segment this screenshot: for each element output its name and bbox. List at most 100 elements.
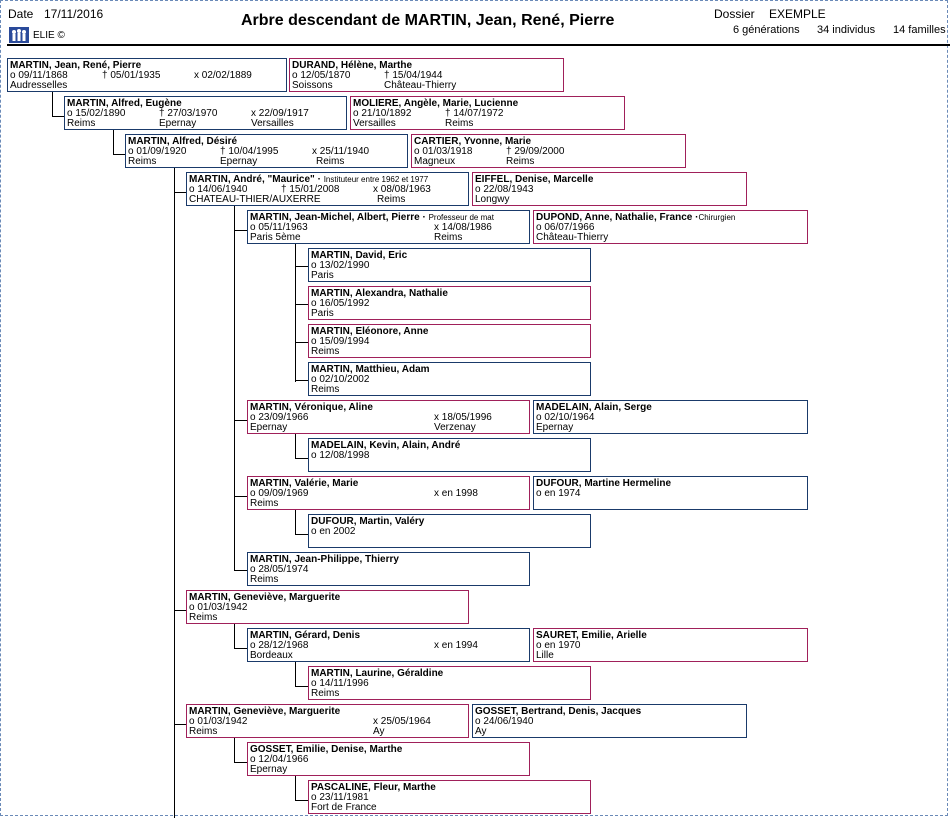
person-box-martin-jean-philippe[interactable]: MARTIN, Jean-Philippe, Thierry o 28/05/1… (247, 552, 530, 586)
spouse-box-cartier-yvonne[interactable]: CARTIER, Yvonne, Marie o 01/03/1918† 29/… (411, 134, 686, 168)
spouse-box-dupond-anne[interactable]: DUPOND, Anne, Nathalie, France ·Chirurgi… (533, 210, 808, 244)
generations-count: 6 générations (733, 24, 800, 36)
birth-date: o 09/09/1969 (250, 488, 309, 499)
person-name: MARTIN, David, Eric (311, 250, 408, 261)
spouse-box-moliere-angele[interactable]: MOLIERE, Angèle, Marie, Lucienne o 21/10… (350, 96, 625, 130)
person-name: MARTIN, Geneviève, Marguerite (189, 592, 341, 603)
person-box-martin-genevieve[interactable]: MARTIN, Geneviève, Marguerite o 01/03/19… (186, 590, 469, 624)
connector (295, 342, 308, 343)
header-divider (7, 44, 950, 46)
death-place: Epernay (159, 118, 197, 129)
person-name: MARTIN, Laurine, Géraldine (311, 668, 444, 679)
spouse-box-gosset-bertrand[interactable]: GOSSET, Bertrand, Denis, Jacques o 24/06… (472, 704, 747, 738)
person-name: CARTIER, Yvonne, Marie (414, 136, 532, 147)
birth-place: Reims (311, 384, 340, 395)
connector (113, 130, 114, 154)
connector (234, 496, 247, 497)
person-name: MARTIN, Valérie, Marie (250, 478, 359, 489)
birth-date: o 09/11/1868 (10, 70, 68, 81)
birth-date: o 28/05/1974 (250, 564, 309, 575)
birth-date: o 01/03/1918 (414, 146, 473, 157)
birth-date: o 12/08/1998 (311, 450, 370, 461)
person-box-martin-eleonore[interactable]: MARTIN, Eléonore, Anne o 15/09/1994 Reim… (308, 324, 591, 358)
connector (295, 686, 308, 687)
person-box-gosset-emilie[interactable]: GOSSET, Emilie, Denise, Marthe o 12/04/1… (247, 742, 530, 776)
person-box-martin-matthieu[interactable]: MARTIN, Matthieu, Adam o 02/10/2002 Reim… (308, 362, 591, 396)
birth-place: Reims (189, 612, 218, 623)
person-box-pascaline-fleur[interactable]: PASCALINE, Fleur, Marthe o 23/11/1981 Fo… (308, 780, 591, 814)
marriage-date: x en 1994 (434, 640, 478, 651)
person-name: PASCALINE, Fleur, Marthe (311, 782, 436, 793)
person-box-martin-jean[interactable]: MARTIN, Jean, René, Pierre o 09/11/1868†… (7, 58, 287, 92)
connector (234, 648, 247, 649)
connector (174, 724, 186, 725)
page-title: Arbre descendant de MARTIN, Jean, René, … (241, 12, 615, 29)
person-box-martin-alfred-desire[interactable]: MARTIN, Alfred, Désiré o 01/09/1920† 10/… (125, 134, 408, 168)
person-name: DUFOUR, Martine Hermeline (536, 478, 672, 489)
birth-date: o 01/03/1942 (189, 716, 248, 727)
birth-date: o en 1974 (536, 488, 581, 499)
person-name: SAURET, Emilie, Arielle (536, 630, 647, 641)
spouse-box-dufour-martine[interactable]: DUFOUR, Martine Hermeline o en 1974 (533, 476, 808, 510)
person-box-martin-valerie[interactable]: MARTIN, Valérie, Marie o 09/09/1969 x en … (247, 476, 530, 510)
occupation-note: Professeur de mat (428, 213, 494, 222)
birth-place: Paris 5ème (250, 232, 301, 243)
birth-place: Magneux (414, 156, 456, 167)
marriage-place: Reims (316, 156, 345, 167)
person-box-martin-laurine[interactable]: MARTIN, Laurine, Géraldine o 14/11/1996 … (308, 666, 591, 700)
connector (234, 420, 247, 421)
birth-place: Longwy (475, 194, 510, 205)
person-name: MADELAIN, Kevin, Alain, André (311, 440, 461, 451)
marriage-date: x en 1998 (434, 488, 478, 499)
connector (234, 624, 235, 648)
connector (295, 662, 296, 686)
birth-place: Reims (311, 688, 340, 699)
person-name: MARTIN, Matthieu, Adam (311, 364, 430, 375)
occupation-note: Instituteur entre 1962 et 1977 (323, 175, 429, 184)
software-name: ELIE © (33, 30, 65, 41)
birth-place: Château-Thierry (536, 232, 609, 243)
death-date: † 15/01/2008 (281, 184, 340, 195)
connector (295, 510, 296, 534)
birth-date: o 24/06/1940 (475, 716, 534, 727)
spouse-box-sauret-emilie[interactable]: SAURET, Emilie, Arielle o en 1970 Lille (533, 628, 808, 662)
spouse-box-madelain-alain[interactable]: MADELAIN, Alain, Serge o 02/10/1964 Eper… (533, 400, 808, 434)
person-box-martin-alfred-eugene[interactable]: MARTIN, Alfred, Eugène o 15/02/1890† 27/… (64, 96, 347, 130)
death-place: Château-Thierry (384, 80, 457, 91)
spouse-box-eiffel-denise[interactable]: EIFFEL, Denise, Marcelle o 22/08/1943 Lo… (472, 172, 747, 206)
person-box-martin-jean-michel[interactable]: MARTIN, Jean-Michel, Albert, Pierre · Pr… (247, 210, 530, 244)
person-box-martin-andre[interactable]: MARTIN, André, "Maurice" · Instituteur e… (186, 172, 469, 206)
birth-date: o 15/02/1890 (67, 108, 126, 119)
person-box-martin-genevieve-married[interactable]: MARTIN, Geneviève, Marguerite o 01/03/19… (186, 704, 469, 738)
birth-place: Reims (189, 726, 218, 737)
person-box-martin-alexandra[interactable]: MARTIN, Alexandra, Nathalie o 16/05/1992… (308, 286, 591, 320)
marriage-place: Reims (434, 232, 463, 243)
person-name: GOSSET, Bertrand, Denis, Jacques (475, 706, 642, 717)
connector (295, 534, 308, 535)
birth-date: o 21/10/1892 (353, 108, 412, 119)
birth-place: Reims (67, 118, 96, 129)
family-logo-icon (9, 27, 29, 43)
person-box-dufour-martin[interactable]: DUFOUR, Martin, Valéry o en 2002 (308, 514, 591, 548)
connector (234, 206, 235, 570)
connector (295, 776, 296, 800)
birth-date: o 02/10/1964 (536, 412, 595, 423)
birth-place: Audresselles (10, 80, 68, 91)
date-label: Date (8, 7, 34, 21)
connector (234, 738, 235, 762)
marriage-date: x 25/05/1964 (373, 716, 431, 727)
person-box-martin-david[interactable]: MARTIN, David, Eric o 13/02/1990 Paris (308, 248, 591, 282)
birth-date: o 02/10/2002 (311, 374, 370, 385)
person-box-madelain-kevin[interactable]: MADELAIN, Kevin, Alain, André o 12/08/19… (308, 438, 591, 472)
birth-date: o 06/07/1966 (536, 222, 595, 233)
birth-place: Lille (536, 650, 554, 661)
person-name: MARTIN, Gérard, Denis (250, 630, 361, 641)
connector (295, 244, 296, 382)
spouse-box-durand-helene[interactable]: DURAND, Hélène, Marthe o 12/05/1870† 15/… (289, 58, 564, 92)
birth-place: CHATEAU-THIER/AUXERRE (189, 194, 321, 205)
birth-place: Fort de France (311, 802, 377, 813)
individuals-count: 34 individus (817, 24, 876, 36)
